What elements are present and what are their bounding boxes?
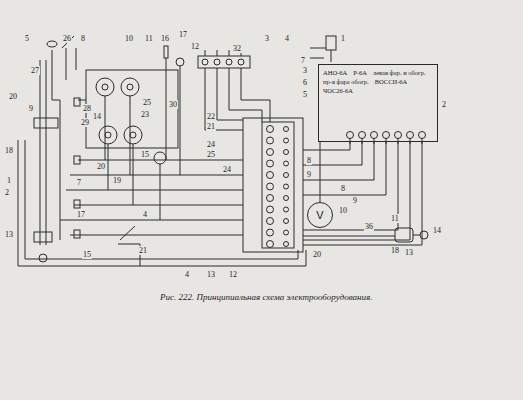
callout-number: 15 [140, 150, 150, 159]
callout-number: 14 [432, 226, 442, 235]
terminal [284, 150, 289, 155]
callout-number: 12 [190, 42, 200, 51]
callout-number: 9 [306, 170, 312, 179]
fuse-label: Р-6А [353, 69, 367, 76]
terminal [284, 230, 289, 235]
callout-number: 3 [264, 34, 270, 43]
terminal [284, 207, 289, 212]
terminal [267, 183, 274, 190]
terminal [284, 196, 289, 201]
callout-number: 11 [144, 34, 154, 43]
callout-number: 16 [160, 34, 170, 43]
callout-number: 30 [168, 100, 178, 109]
callout-number: 13 [4, 230, 14, 239]
callout-number: 1 [340, 34, 346, 43]
fuse-terminal [419, 132, 426, 139]
callout-number: 23 [140, 110, 150, 119]
terminal [284, 242, 289, 247]
callout-number: 7 [300, 56, 306, 65]
callout-number: 18 [4, 146, 14, 155]
callout-number: 28 [82, 104, 92, 113]
fuse-label: левая фар. и обогр. [373, 69, 426, 76]
callout-number: 13 [206, 270, 216, 279]
callout-number: 32 [232, 44, 242, 53]
terminal [267, 241, 274, 248]
terminal [267, 229, 274, 236]
callout-number: 20 [312, 250, 322, 259]
callout-number: 9 [28, 104, 34, 113]
terminal [267, 160, 274, 167]
callout-number: 11 [390, 214, 400, 223]
callout-number: 20 [96, 162, 106, 171]
terminal [267, 137, 274, 144]
fuse-label: пр-я фара обогр. [323, 78, 369, 85]
figure-caption: Рис. 222. Принципиальная схема электрооб… [160, 292, 372, 302]
callout-number: 19 [112, 176, 122, 185]
fuse-terminal [395, 132, 402, 139]
callout-number: 29 [80, 118, 90, 127]
fuse-terminal [407, 132, 414, 139]
fuse-terminal [371, 132, 378, 139]
callout-number: 5 [24, 34, 30, 43]
callout-number: 15 [82, 250, 92, 259]
terminal [267, 172, 274, 179]
callout-number: 21 [138, 246, 148, 255]
callout-number: 1 [6, 176, 12, 185]
callout-number: 13 [404, 248, 414, 257]
callout-number: 36 [364, 222, 374, 231]
callout-number: 18 [390, 246, 400, 255]
callout-number: 21 [206, 122, 216, 131]
callout-number: 8 [340, 184, 346, 193]
callout-number: 4 [284, 34, 290, 43]
callout-number: 22 [206, 112, 216, 121]
callout-number: 8 [306, 156, 312, 165]
fuse-terminal [347, 132, 354, 139]
callout-number: 5 [302, 90, 308, 99]
callout-number: 20 [8, 92, 18, 101]
fuse-label: ВОССИ-6А [375, 78, 408, 85]
terminal [284, 173, 289, 178]
callout-number: 2 [441, 100, 447, 109]
callout-number: 10 [338, 206, 348, 215]
callout-number: 17 [178, 30, 188, 39]
terminal [284, 127, 289, 132]
fuse-terminal [359, 132, 366, 139]
callout-number: 8 [80, 34, 86, 43]
voltmeter: V [307, 202, 333, 228]
callout-number: 26 [62, 34, 72, 43]
meter-symbol: V [316, 209, 323, 221]
callout-number: 24 [222, 165, 232, 174]
callout-number: 2 [4, 188, 10, 197]
callout-number: 9 [352, 196, 358, 205]
callout-number: 4 [184, 270, 190, 279]
callout-number: 7 [76, 178, 82, 187]
fuse-box: АНО-6А Р-6А левая фар. и обогр. пр-я фара о… [318, 64, 438, 142]
wire-connector [320, 142, 321, 202]
callout-number: 24 [206, 140, 216, 149]
callout-number: 17 [76, 210, 86, 219]
callout-number: 6 [302, 78, 308, 87]
fuse-label: ЧОС26-6А [323, 87, 353, 94]
callout-number: 27 [30, 66, 40, 75]
callout-number: 25 [142, 98, 152, 107]
callout-number: 4 [142, 210, 148, 219]
terminal [284, 184, 289, 189]
terminal [267, 195, 274, 202]
callout-number: 14 [92, 112, 102, 121]
terminal [284, 219, 289, 224]
fuse-terminal [383, 132, 390, 139]
callout-number: 12 [228, 270, 238, 279]
callout-number: 25 [206, 150, 216, 159]
terminal [267, 206, 274, 213]
callout-number: 10 [124, 34, 134, 43]
fuse-label: АНО-6А [323, 69, 347, 76]
terminal [284, 161, 289, 166]
terminal [267, 149, 274, 156]
terminal [267, 126, 274, 133]
callout-number: 3 [302, 66, 308, 75]
terminal [284, 138, 289, 143]
terminal [267, 218, 274, 225]
